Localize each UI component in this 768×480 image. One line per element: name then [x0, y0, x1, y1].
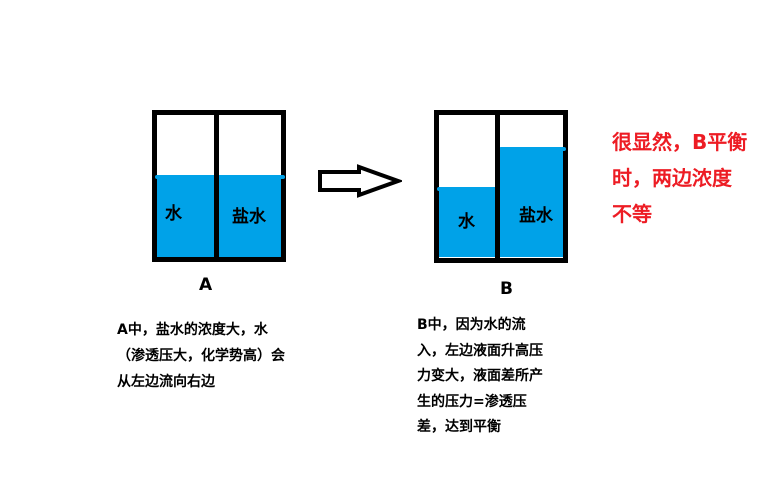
container-a-water-surface — [155, 175, 285, 179]
explanation-a-line: 从左边流向右边 — [117, 374, 215, 390]
hollow-right-arrow-icon — [318, 164, 402, 198]
explanation-a-line: （渗透压大，化学势高）会 — [117, 348, 285, 364]
conclusion-line: 不等 — [612, 202, 652, 226]
container-b-right-water-surface — [499, 147, 566, 151]
container-a-title: A — [199, 275, 213, 295]
conclusion-line: 时，两边浓度 — [612, 166, 732, 190]
container-b-left-water-surface — [437, 187, 497, 191]
container-a-right-water — [219, 177, 281, 257]
explanation-b-line: B中，因为水的流 — [417, 317, 526, 333]
container-a-left-water — [157, 177, 214, 257]
container-b-right-water — [500, 149, 563, 257]
container-b-membrane — [495, 110, 500, 263]
container-a-left-label: 水 — [165, 204, 182, 224]
container-a-membrane — [214, 110, 219, 262]
conclusion-annotation: 很显然，B平衡 时，两边浓度 不等 — [612, 124, 747, 232]
container-a-right-label: 盐水 — [232, 207, 266, 227]
container-b-left-label: 水 — [458, 212, 475, 232]
explanation-a: A中，盐水的浓度大，水 （渗透压大，化学势高）会 从左边流向右边 — [117, 317, 285, 395]
explanation-b-line: 生的压力=渗透压 — [417, 393, 527, 410]
conclusion-line: 很显然，B平衡 — [612, 130, 748, 154]
explanation-b-line: 差，达到平衡 — [417, 419, 501, 435]
container-b-left-water — [439, 189, 495, 257]
explanation-b-line: 入，左边液面升高压 — [417, 342, 543, 359]
container-b-title: B — [500, 279, 513, 299]
explanation-b: B中，因为水的流 入，左边液面升高压 力变大，液面差所产 生的压力=渗透压 差，… — [417, 313, 543, 441]
explanation-b-line: 力变大，液面差所产 — [417, 368, 543, 384]
container-b-right-label: 盐水 — [519, 206, 553, 226]
explanation-a-line: A中，盐水的浓度大，水 — [117, 322, 268, 338]
